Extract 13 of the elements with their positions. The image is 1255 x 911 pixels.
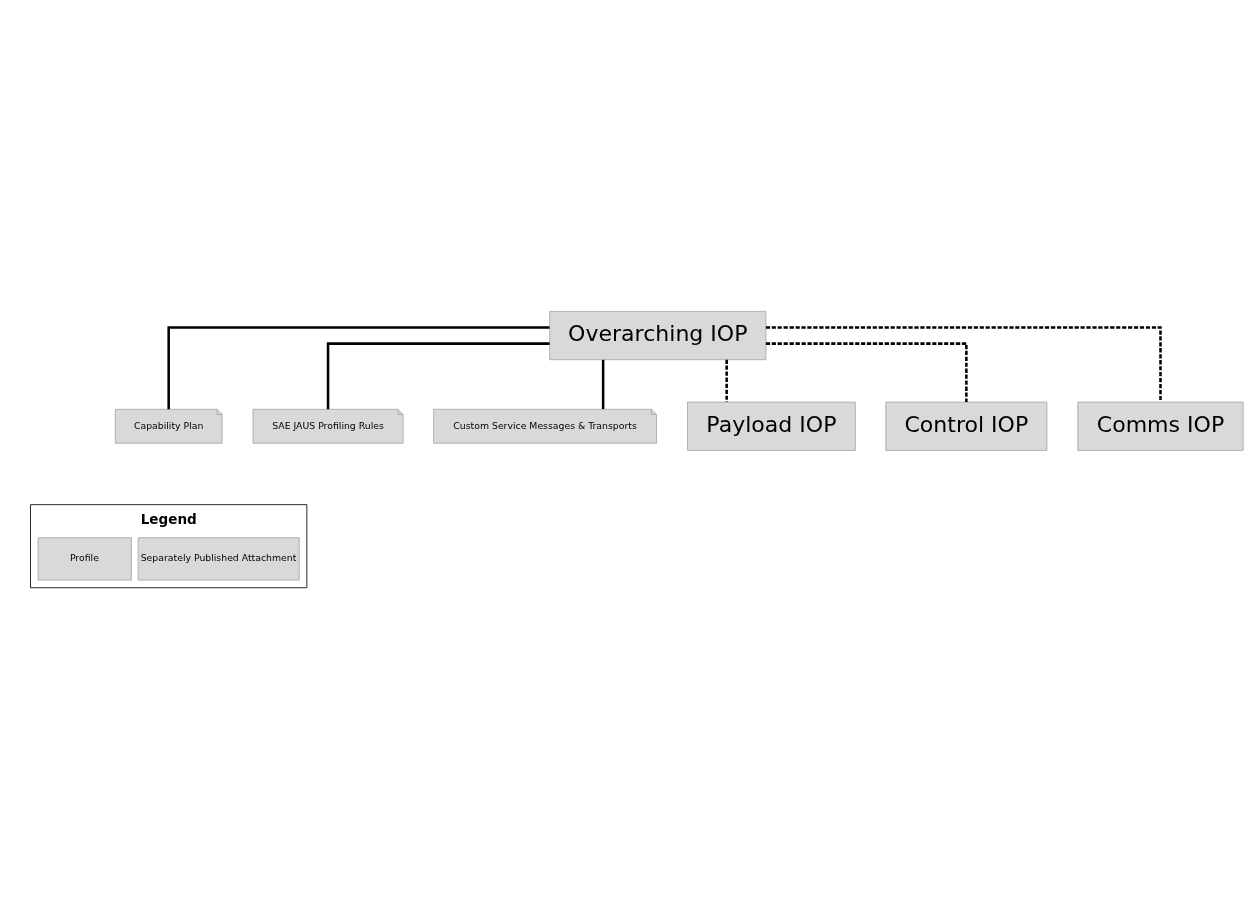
connector (725, 359, 728, 402)
node-box: Control IOP (885, 401, 1048, 451)
legend-label: Profile (69, 552, 99, 564)
node-box: Payload IOP (687, 401, 856, 451)
connector (765, 326, 1162, 402)
connector (167, 326, 550, 410)
connector (765, 342, 968, 402)
legend-label: Separately Published Attachment (140, 552, 297, 564)
connector (326, 342, 550, 410)
connector (601, 359, 605, 410)
label: Legend (140, 510, 197, 527)
node-box: Overarching IOP (549, 310, 767, 361)
node-box: Comms IOP (1077, 401, 1244, 451)
